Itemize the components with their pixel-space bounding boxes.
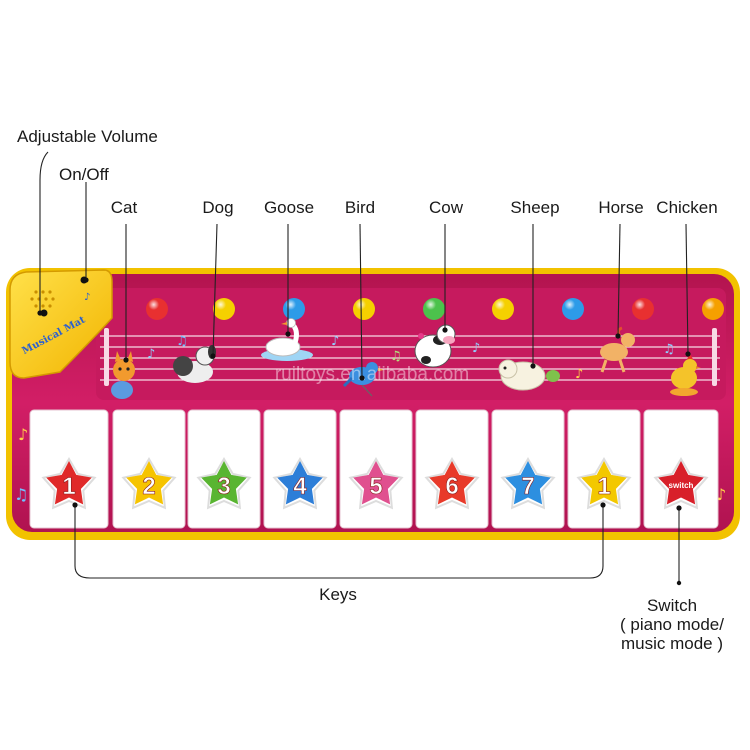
piano-key[interactable]: 6 [415,409,489,529]
callout-lines [39,151,689,583]
piano-key[interactable]: 3 [187,409,261,529]
svg-text:♫: ♫ [14,485,28,504]
animal-label-sheep: Sheep [510,198,560,217]
dog-figure [173,345,216,383]
color-bubble [283,298,305,320]
svg-text:♪: ♪ [716,485,726,504]
color-bubble [492,298,514,320]
callout-dots [37,277,691,586]
svg-text:♪: ♪ [575,367,583,382]
svg-text:♫: ♫ [390,349,402,364]
power-callout-label: On/Off [59,165,109,184]
svg-text:♪: ♪ [472,341,480,356]
color-bubble [632,298,654,320]
svg-text:♪: ♪ [147,347,155,362]
animal-label-horse: Horse [598,198,644,217]
animal-label-cow: Cow [428,198,464,217]
goose-figure [261,318,313,361]
animal-label-cat: Cat [110,198,138,217]
svg-text:♫: ♫ [663,342,675,357]
switch-caption-line: Switch [646,596,698,615]
animal-label-goose: Goose [263,198,315,217]
color-bubble [146,298,168,320]
switch-caption-line: music mode ) [620,634,724,653]
switch-key[interactable]: switch [643,409,719,529]
piano-key[interactable]: 1 [567,409,641,529]
animal-figures: ♪ ♫ ♪ ♫ ♪ ♪ ♫ [111,318,701,399]
chicken-figure [670,354,701,396]
piano-key[interactable]: 4 [263,409,337,529]
switch-callout-label: Switch ( piano mode/ music mode ) [620,596,724,653]
svg-text:♪: ♪ [18,425,28,444]
key-number: 3 [217,473,230,500]
color-bubble [213,298,235,320]
svg-text:♪: ♪ [84,292,90,303]
key-number: 6 [445,473,458,500]
cow-figure [414,324,456,368]
animal-label-bird: Bird [344,198,376,217]
piano-key[interactable]: 1 [29,409,109,529]
sheep-figure [498,359,560,391]
control-badge: Musical Mat ♪ [9,269,113,379]
piano-keys: 1 2 3 4 5 6 7 1 switch [29,409,719,529]
color-bubble [702,298,724,320]
color-bubble [423,298,445,320]
piano-key[interactable]: 2 [112,409,186,529]
color-bubble [353,298,375,320]
svg-text:♫: ♫ [176,334,188,349]
animal-label-chicken: Chicken [656,198,718,217]
switch-caption-line: ( piano mode/ [620,615,724,634]
horse-figure [600,326,635,373]
volume-knob[interactable] [40,309,48,317]
color-bubble [562,298,584,320]
keys-callout-label: Keys [319,585,357,604]
key-number: 2 [142,473,155,500]
watermark-text: ruiltoys.en.alibaba.com [275,364,469,385]
cat-figure [111,351,135,399]
key-number: 5 [369,473,382,500]
key-number: 7 [521,473,534,500]
key-number: 1 [597,473,610,500]
animal-label-dog: Dog [202,198,234,217]
key-number: 1 [62,473,75,500]
svg-text:♪: ♪ [331,334,339,349]
volume-callout-label: Adjustable Volume [17,127,158,146]
piano-key[interactable]: 5 [339,409,413,529]
speaker-grille [30,290,55,308]
switch-key-label: switch [669,481,694,490]
piano-key[interactable]: 7 [491,409,565,529]
key-number: 4 [293,473,307,500]
